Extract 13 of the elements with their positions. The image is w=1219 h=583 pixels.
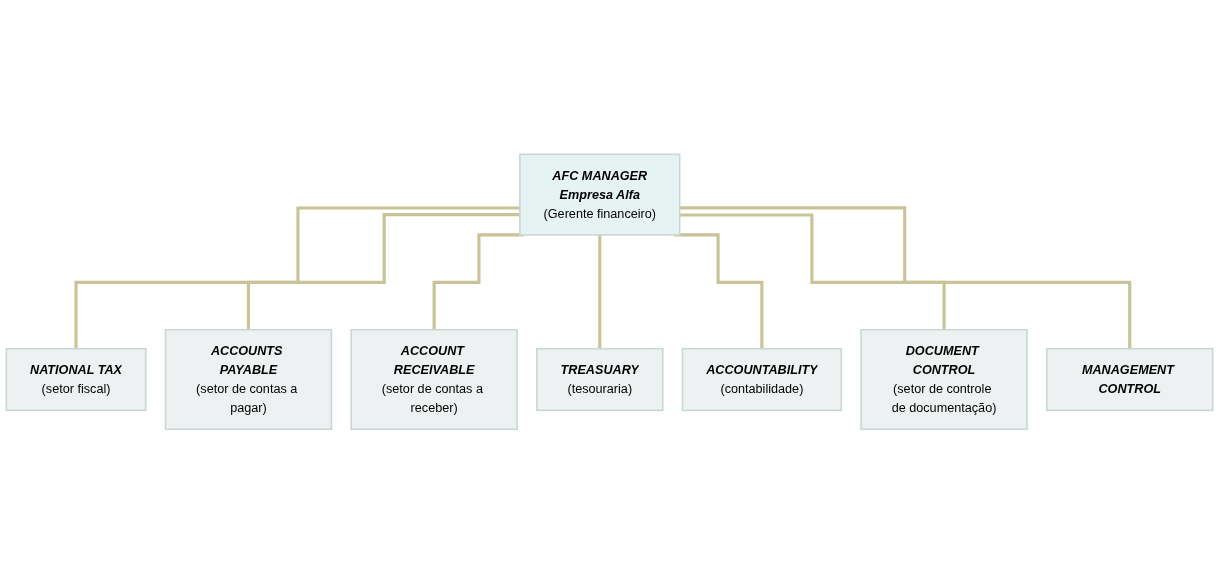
- connector: [598, 233, 602, 350]
- connector: [679, 213, 946, 331]
- node-box: ACCOUNT RECEIVABLE (setor de contas a receber): [350, 328, 518, 430]
- node-box: ACCOUNTABILITY (contabilidade): [681, 347, 843, 411]
- node-box: DOCUMENT CONTROL (setor de controle de documentação): [860, 328, 1028, 430]
- node-box: TREASUARY (tesouraria): [536, 347, 664, 411]
- connector: [679, 205, 1132, 350]
- node-box: ACCOUNTS PAYABLE (setor de contas a pagar): [164, 328, 333, 430]
- node-box: NATIONAL TAX (setor fiscal): [5, 347, 147, 411]
- node-box: AFC MANAGER Empresa Alfa (Gerente financeiro): [519, 153, 681, 236]
- node-box: MANAGEMENT CONTROL: [1045, 347, 1214, 411]
- connector: [246, 212, 520, 331]
- connector: [74, 206, 520, 350]
